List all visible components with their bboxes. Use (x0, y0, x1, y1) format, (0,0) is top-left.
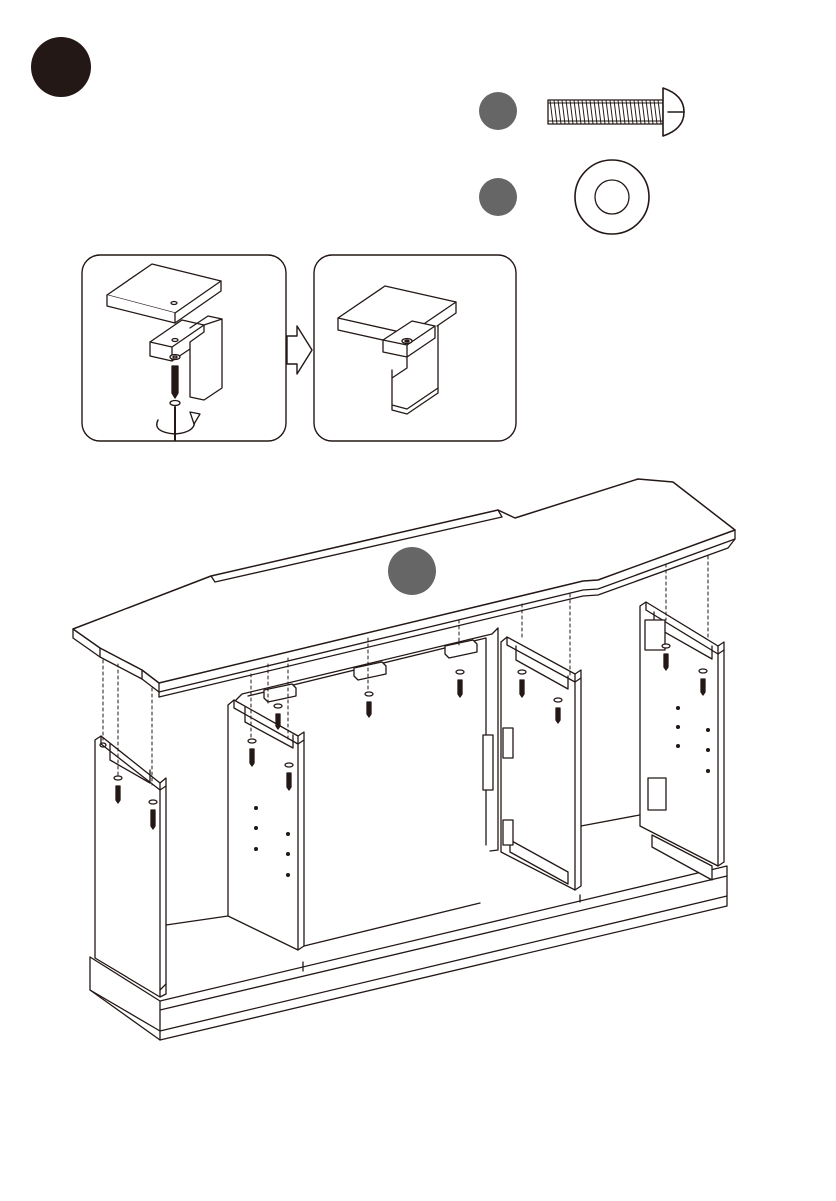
washer-part-badge (479, 178, 517, 216)
right-side-panel (640, 602, 724, 880)
divider-right (483, 637, 645, 890)
fastener (456, 670, 464, 697)
screw-part-badge (479, 92, 517, 130)
divider-left (166, 700, 480, 950)
detail-after-panel (314, 255, 516, 441)
detail-before-panel (82, 255, 286, 441)
washer-icon (575, 160, 649, 234)
fastener (365, 692, 373, 717)
assembly-badge (388, 547, 436, 595)
transition-arrow-icon (287, 326, 312, 374)
parts-legend (479, 88, 684, 234)
left-side-panel (95, 736, 166, 997)
tv-stand-exploded-assembly-icon (73, 479, 735, 1040)
step-badge (31, 37, 91, 97)
screw-icon (548, 88, 684, 136)
base (90, 866, 727, 1040)
